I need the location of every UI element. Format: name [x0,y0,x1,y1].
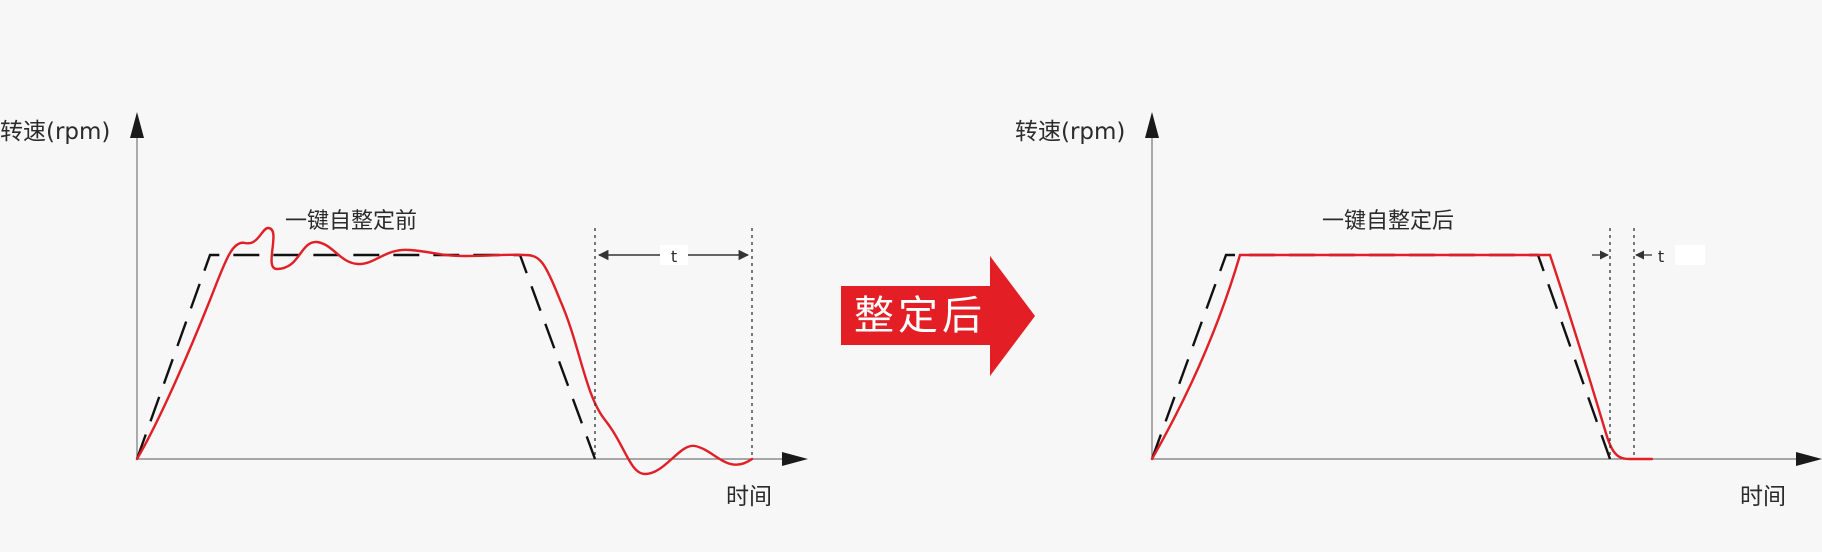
reference-speed-profile [1150,253,1612,460]
panel-before: 转速(rpm) 时间 一键自整定前 t [0,112,808,510]
curve-label: 一键自整定后 [1322,209,1454,234]
arrow-label: 整定后 [854,293,986,339]
reference-speed-profile [135,253,597,460]
interval-label: t [671,247,677,266]
y-axis-label: 转速(rpm) [1015,119,1125,145]
x-axis-arrow-icon [782,452,808,466]
y-axis-label: 转速(rpm) [0,119,110,145]
right-arrow-icon [841,256,1035,376]
y-axis-arrow-icon [130,112,144,138]
interval-label-bg [660,245,688,265]
x-axis-label: 时间 [1740,484,1786,510]
curve-label: 一键自整定前 [285,209,417,234]
tuning-arrow: 整定后 [841,256,1035,376]
interval-label-bg [1675,245,1705,265]
actual-speed-curve [135,226,754,476]
panel-after: 转速(rpm) 时间 一键自整定后 t [1015,112,1822,510]
y-axis-arrow-icon [1145,112,1159,138]
x-axis-arrow-icon [1796,452,1822,466]
x-axis-label: 时间 [726,484,772,510]
interval-label: t [1658,247,1664,266]
actual-speed-curve [1150,253,1654,461]
